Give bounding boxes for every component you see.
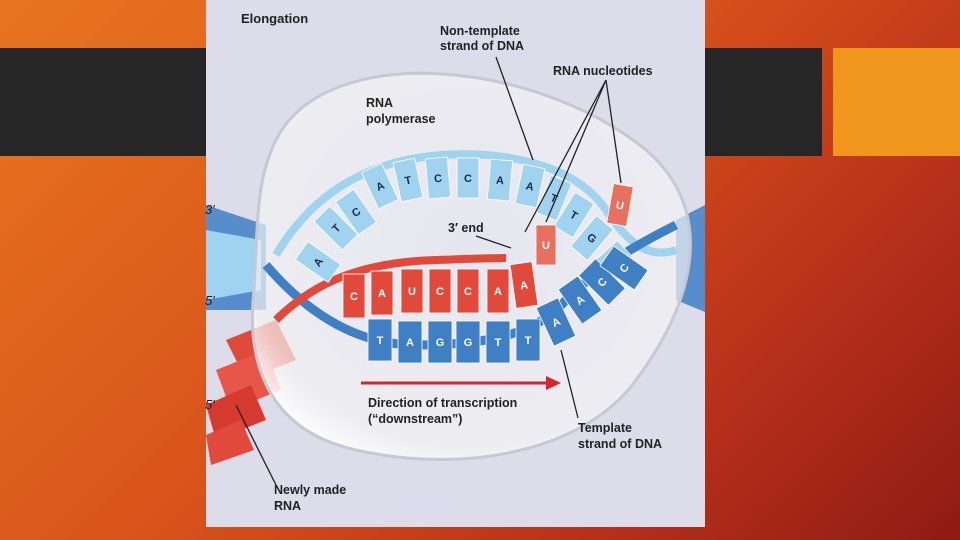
dna-bottom-base: T bbox=[367, 318, 393, 362]
dna-top-base: C bbox=[456, 157, 480, 199]
svg-text:A: A bbox=[378, 288, 386, 300]
svg-text:U: U bbox=[542, 240, 550, 252]
dna-bottom-base: C bbox=[578, 258, 626, 306]
dna-bottom-base: A bbox=[535, 297, 577, 347]
template-label-line2: strand of DNA bbox=[578, 437, 663, 451]
rna-base: A bbox=[370, 270, 394, 316]
free-nucleotide: U bbox=[535, 224, 557, 266]
dna-top-base: C bbox=[424, 156, 452, 200]
svg-text:A: A bbox=[406, 337, 414, 349]
dna-top-base: A bbox=[294, 240, 342, 284]
svg-text:C: C bbox=[434, 173, 443, 186]
dna-top-base: T bbox=[392, 157, 424, 203]
dna-top-base: A bbox=[361, 162, 399, 210]
rna-base: A bbox=[486, 268, 510, 314]
dna-left-light bbox=[206, 230, 261, 300]
label-pointer-lines bbox=[235, 56, 622, 486]
five-prime-marker-dna: 5′ bbox=[205, 293, 215, 308]
title-bar-accent bbox=[833, 48, 960, 156]
dna-bottom-base: T bbox=[515, 318, 541, 362]
dna-top-base: C bbox=[334, 188, 378, 236]
rna-base: U bbox=[400, 268, 424, 314]
elongation-title: Elongation bbox=[241, 11, 309, 26]
rna-polymerase-bubble bbox=[250, 71, 692, 461]
svg-text:T: T bbox=[495, 337, 502, 349]
dna-top-base: T bbox=[553, 191, 595, 239]
svg-text:C: C bbox=[464, 173, 472, 185]
rna-polymerase-label-line1: RNA bbox=[366, 96, 394, 110]
newly-made-rna-label-line1: Newly made bbox=[274, 483, 347, 497]
svg-text:T: T bbox=[404, 174, 413, 187]
svg-text:T: T bbox=[525, 335, 532, 347]
dna-bottom-base: C bbox=[599, 245, 649, 291]
direction-label-line1: Direction of transcription bbox=[368, 396, 518, 410]
direction-label-line2: (“downstream”) bbox=[368, 412, 463, 426]
svg-text:C: C bbox=[350, 291, 358, 303]
rna-nucleotides-label: RNA nucleotides bbox=[553, 64, 653, 78]
svg-text:A: A bbox=[519, 279, 529, 292]
direction-arrow bbox=[361, 376, 561, 390]
dna-top-base: G bbox=[570, 215, 614, 261]
free-nucleotide: U bbox=[606, 183, 634, 227]
dna-top-base: T bbox=[313, 205, 359, 251]
dna-bottom-base: T bbox=[485, 320, 511, 364]
non-template-label-line2: strand of DNA bbox=[440, 39, 525, 53]
rna-backbone bbox=[273, 254, 507, 323]
dna-top-base: T bbox=[535, 174, 573, 222]
rna-base: C bbox=[456, 268, 480, 314]
template-label-line1: Template bbox=[578, 421, 632, 435]
dna-bottom-base: G bbox=[455, 320, 481, 364]
free-rna-nucleotides: UU bbox=[535, 183, 634, 266]
svg-text:T: T bbox=[548, 192, 559, 206]
rna-base: A bbox=[509, 261, 539, 309]
dna-top-base: A bbox=[486, 158, 514, 202]
svg-text:T: T bbox=[377, 335, 384, 347]
svg-text:G: G bbox=[464, 337, 473, 349]
dna-bottom-base: G bbox=[427, 320, 453, 364]
five-prime-marker-rna: 5′ bbox=[205, 397, 215, 412]
non-template-label-line1: Non-template bbox=[440, 24, 520, 38]
three-prime-end-label: 3′ end bbox=[448, 221, 484, 235]
three-prime-marker: 3′ bbox=[205, 202, 215, 217]
svg-text:A: A bbox=[525, 180, 535, 193]
rna-base: C bbox=[428, 268, 452, 314]
dna-bottom-base: A bbox=[557, 275, 603, 325]
dna-top-base: A bbox=[514, 163, 546, 209]
svg-text:A: A bbox=[494, 286, 502, 298]
svg-text:C: C bbox=[436, 286, 444, 298]
svg-text:C: C bbox=[464, 286, 472, 298]
non-template-backbone bbox=[272, 150, 678, 258]
rna-polymerase-label-line2: polymerase bbox=[366, 112, 436, 126]
dna-bottom-base: A bbox=[397, 320, 423, 364]
svg-text:G: G bbox=[436, 337, 445, 349]
svg-text:U: U bbox=[615, 199, 625, 212]
rna-base: C bbox=[342, 273, 366, 319]
svg-text:A: A bbox=[495, 175, 504, 188]
newly-made-rna-label-line2: RNA bbox=[274, 499, 302, 513]
svg-text:U: U bbox=[408, 286, 416, 298]
